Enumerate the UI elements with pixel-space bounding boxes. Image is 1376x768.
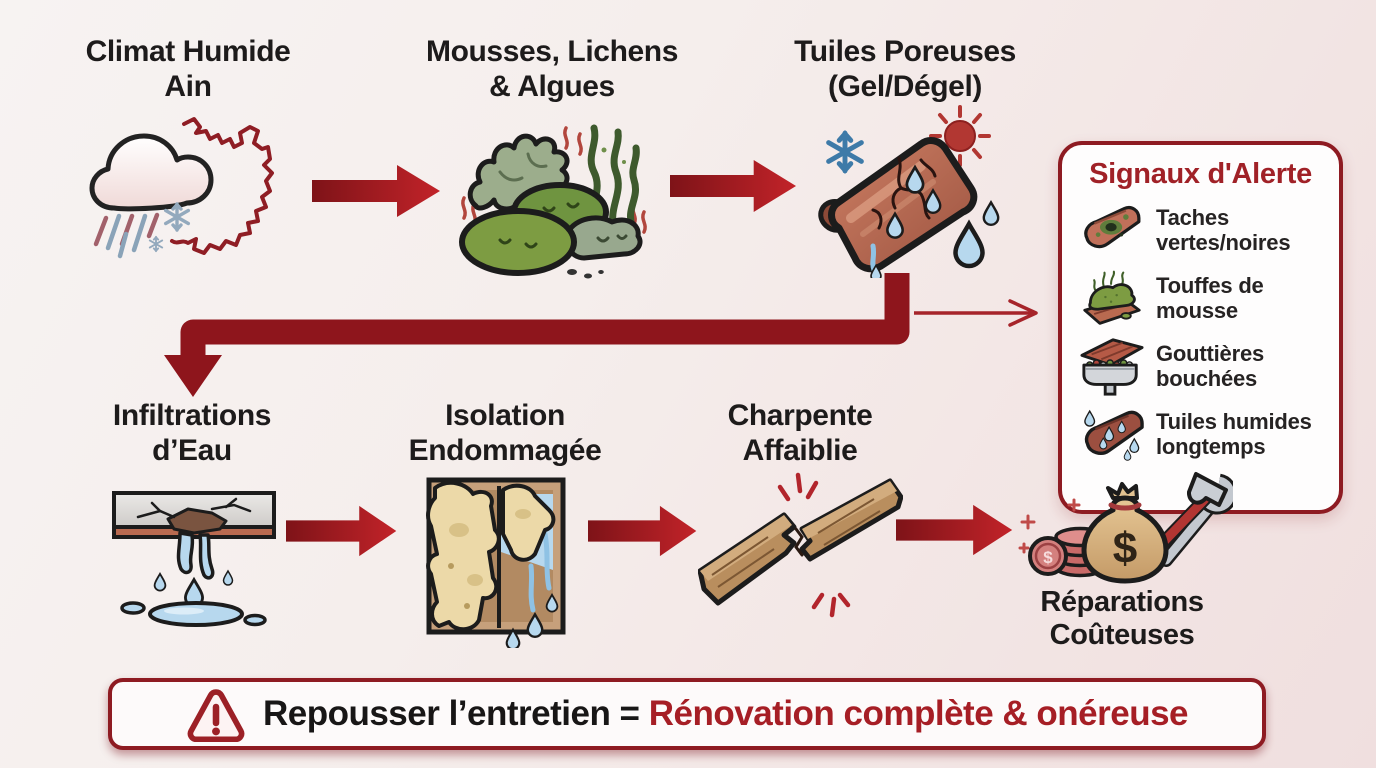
step-title-isolation: Isolation Endommagée xyxy=(408,399,602,467)
arrow-right-icon xyxy=(588,504,698,558)
step-title-tuiles: Tuiles Poreuses (Gel/Dégel) xyxy=(794,35,1016,103)
arrow-right-icon xyxy=(286,504,398,558)
alert-item-label: Tuiles humides longtemps xyxy=(1156,409,1312,459)
arrow-right-icon xyxy=(670,158,798,214)
alert-panel-title: Signaux d'Alerte xyxy=(1089,158,1312,190)
water-infiltration-icon xyxy=(108,477,280,629)
alert-item-tuiles-humides: Tuiles humides longtemps xyxy=(1062,400,1339,468)
damaged-insulation-icon xyxy=(415,470,577,648)
warning-text-dark: Repousser l’entretien = xyxy=(262,694,640,733)
alert-item-label: Taches vertes/noires xyxy=(1156,205,1291,255)
alert-panel: Signaux d'Alerte Taches vertes/noires xyxy=(1058,141,1343,514)
warning-banner: Repousser l’entretien = Rénovation compl… xyxy=(108,678,1266,750)
alert-item-label: Gouttières bouchées xyxy=(1156,341,1265,391)
moss-tuft-icon xyxy=(1078,267,1146,329)
coin-dollar-label: $ xyxy=(1043,548,1053,567)
arrow-right-icon xyxy=(896,503,1014,557)
elbow-down-arrow-icon xyxy=(150,273,940,408)
step-title-charpente: Charpente Affaiblie xyxy=(727,399,873,467)
step-title-climat: Climat Humide Ain xyxy=(85,35,291,103)
alert-item-taches: Taches vertes/noires xyxy=(1062,196,1339,264)
alert-panel-arrow-icon xyxy=(912,298,1046,328)
warning-text-red: Rénovation complète & onéreuse xyxy=(648,694,1189,733)
cracked-tile-freeze-thaw-icon xyxy=(803,100,1003,278)
warning-triangle-icon xyxy=(186,687,246,742)
alert-item-mousse: Touffes de mousse xyxy=(1062,264,1339,332)
moss-lichen-algae-icon xyxy=(448,110,660,282)
step-title-reparations: Réparations Coûteuses xyxy=(1040,586,1204,651)
cloud-rain-ain-map-icon xyxy=(84,116,302,262)
cracked-beam-icon xyxy=(698,467,903,657)
warning-banner-text: Repousser l’entretien = Rénovation compl… xyxy=(262,694,1189,734)
alert-list: Taches vertes/noires xyxy=(1062,196,1339,468)
clogged-gutter-icon xyxy=(1078,335,1146,397)
step-title-mousses: Mousses, Lichens & Algues xyxy=(425,35,678,103)
arrow-right-icon xyxy=(312,163,442,219)
wet-tile-icon xyxy=(1078,403,1146,465)
moneybag-dollar-label: $ xyxy=(1113,524,1137,573)
step-title-infiltrations: Infiltrations d’Eau xyxy=(112,399,272,467)
stained-tile-icon xyxy=(1078,199,1146,261)
alert-item-gouttieres: Gouttières bouchées xyxy=(1062,332,1339,400)
costly-repairs-icon: $ $ xyxy=(1018,464,1233,586)
alert-item-label: Touffes de mousse xyxy=(1156,273,1264,323)
